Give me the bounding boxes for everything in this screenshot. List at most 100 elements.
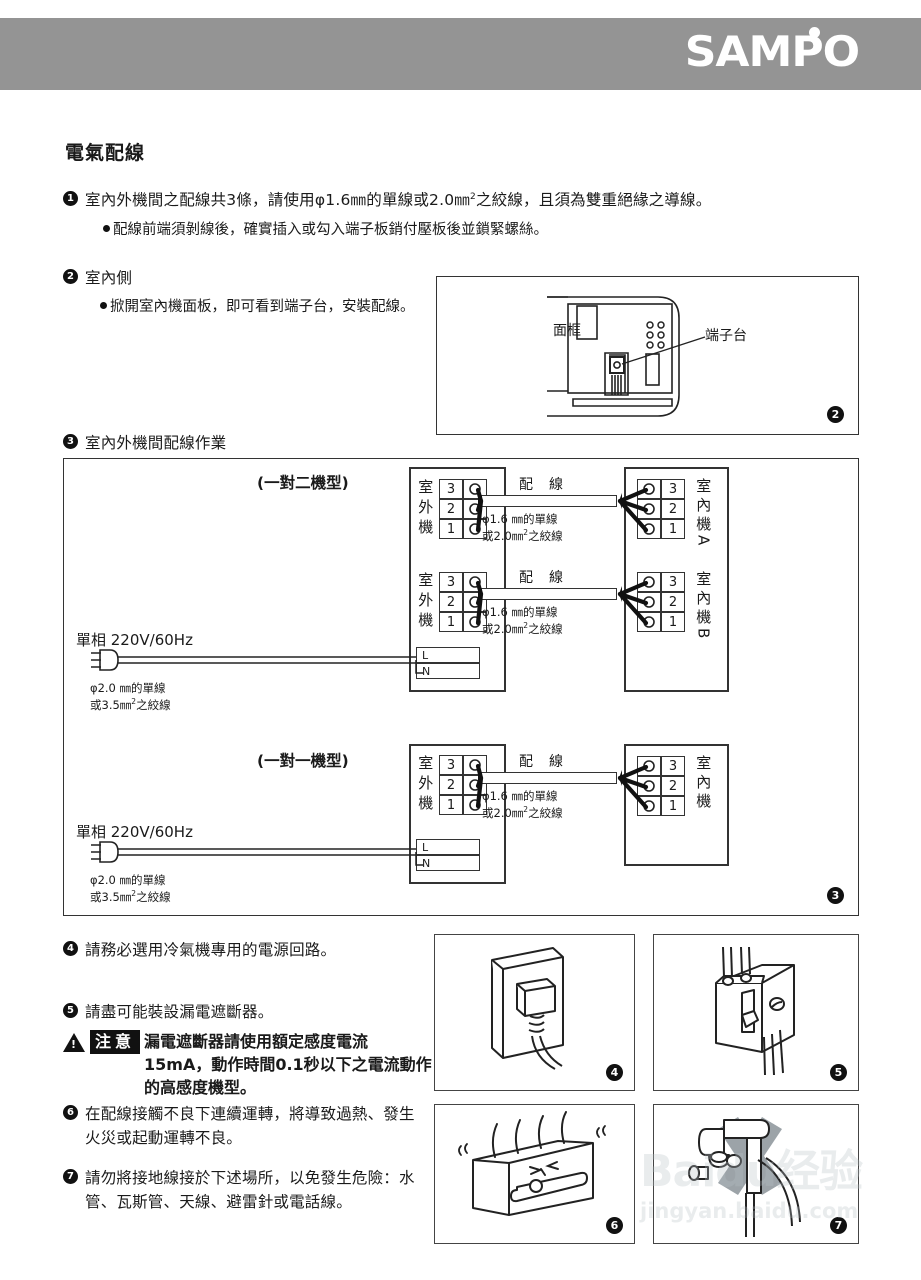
frame-label: 面框 [553, 323, 581, 339]
instruction-item-7: 7 請勿將接地線接於下述場所，以免發生危險：水管、瓦斯管、天線、避雷針或電話線。 [63, 1166, 423, 1214]
figure-badge-3: 3 [827, 887, 844, 904]
instruction-item-3-text: 室內外機間配線作業 [85, 434, 227, 452]
sampo-logo: SAMPO [684, 27, 860, 76]
item-number-badge: 2 [63, 269, 78, 284]
model-label-one-to-two: (一對二機型) [257, 474, 349, 492]
wiring-spec-3: φ1.6 ㎜的單線 或2.0㎜2之絞線 [482, 789, 563, 820]
outdoor-terminal-block-2: 3 2 1 [439, 572, 487, 632]
power-terminal-l: L [416, 839, 480, 855]
outdoor-unit-label-single: 室外機 [416, 755, 435, 815]
caution-tag: 注意 [90, 1030, 141, 1054]
figure-wiring-diagram: (一對二機型) 室外機 3 2 1 室外機 3 2 1 L N 單相 220V/… [63, 458, 859, 916]
wiring-title-1: 配 線 [519, 477, 564, 493]
outdoor-terminal-block-1: 3 2 1 [439, 479, 487, 539]
earth-leakage-breaker-drawing [715, 946, 795, 1076]
terminal-cell: 2 [439, 775, 463, 795]
power-terminal-n: N [416, 855, 480, 871]
power-terminal-block-1: L N [416, 647, 480, 679]
overheating-indoor-unit-drawing [458, 1111, 606, 1216]
wiring-bar-1 [481, 495, 617, 507]
indoor-panel-drawing [547, 296, 706, 417]
item-number-badge: 6 [63, 1105, 78, 1120]
figure-wall-outlet: 4 [434, 934, 635, 1091]
figure-badge-5: 5 [830, 1064, 847, 1081]
terminal-cell: 3 [661, 479, 685, 499]
item-number-badge: 5 [63, 1003, 78, 1018]
terminal-screw-cell [637, 519, 661, 539]
bullet-icon [100, 301, 107, 309]
caution-notice: ! 注意 漏電遮斷器請使用額定感度電流15mA，動作時間0.1秒以下之電流動作的… [63, 1030, 433, 1100]
power-terminal-l: L [416, 647, 480, 663]
terminal-cell: 1 [439, 519, 463, 539]
instruction-item-4: 4 請務必選用冷氣機專用的電源回路。 [63, 938, 423, 962]
power-supply-label-2: 單相 220V/60Hz [76, 823, 193, 841]
wiring-title-2: 配 線 [519, 570, 564, 586]
terminal-screw-cell [637, 592, 661, 612]
item-number-badge: 3 [63, 434, 78, 449]
terminal-cell: 2 [661, 592, 685, 612]
instruction-item-2: 2 室內側 [63, 266, 423, 290]
figure-badge-7: 7 [830, 1217, 847, 1234]
figure-prohibited-ground: 7 [653, 1104, 859, 1244]
wiring-spec-1: φ1.6 ㎜的單線 或2.0㎜2之絞線 [482, 512, 563, 543]
figure-leakage-breaker: 5 [653, 934, 859, 1091]
terminal-cell: 2 [439, 592, 463, 612]
instruction-item-3: 3 室內外機間配線作業 [63, 431, 423, 455]
item-number-badge: 1 [63, 191, 78, 206]
figure-overheating-unit: 6 [434, 1104, 635, 1244]
instruction-item-1-text: 室內外機間之配線共3條，請使用φ1.6㎜的單線或2.0㎜2之絞線，且須為雙重絕緣… [85, 191, 712, 209]
terminal-cell: 2 [661, 776, 685, 796]
indoor-terminal-block-a: 3 2 1 [637, 479, 685, 539]
terminal-block-label: 端子台 [705, 328, 747, 344]
terminal-cell: 1 [661, 612, 685, 632]
terminal-screw-cell [637, 796, 661, 816]
terminal-cell: 1 [661, 519, 685, 539]
instruction-item-1-sub-text: 配線前端須剝線後，確實插入或勾入端子板銷付壓板後並鎖緊螺絲。 [113, 222, 548, 238]
indoor-terminal-block-single: 3 2 1 [637, 756, 685, 816]
instruction-item-2-text: 室內側 [85, 269, 133, 287]
terminal-cell: 3 [661, 756, 685, 776]
terminal-screw-cell [637, 776, 661, 796]
instruction-item-7-text: 請勿將接地線接於下述場所，以免發生危險：水管、瓦斯管、天線、避雷針或電話線。 [85, 1169, 415, 1212]
terminal-cell: 1 [439, 795, 463, 815]
terminal-cell: 3 [439, 755, 463, 775]
page-title: 電氣配線 [65, 142, 146, 164]
instruction-item-5: 5 請盡可能裝設漏電遮斷器。 [63, 1000, 423, 1024]
wiring-bar-3 [481, 772, 617, 784]
terminal-cell: 3 [661, 572, 685, 592]
terminal-cell: 3 [439, 572, 463, 592]
instruction-item-6: 6 在配線接觸不良下連續運轉，將導致過熱、發生火災或起動運轉不良。 [63, 1102, 423, 1150]
caution-body-text: 漏電遮斷器請使用額定感度電流15mA，動作時間0.1秒以下之電流動作的高感度機型… [144, 1032, 432, 1098]
instruction-item-5-text: 請盡可能裝設漏電遮斷器。 [85, 1003, 274, 1021]
warning-triangle-icon: ! [63, 1033, 85, 1052]
wiring-spec-2: φ1.6 ㎜的單線 或2.0㎜2之絞線 [482, 605, 563, 636]
terminal-screw-cell [637, 479, 661, 499]
bullet-icon [103, 224, 110, 232]
terminal-cell: 3 [439, 479, 463, 499]
instruction-item-4-text: 請務必選用冷氣機專用的電源回路。 [85, 941, 337, 959]
terminal-cell: 1 [661, 796, 685, 816]
power-supply-label-1: 單相 220V/60Hz [76, 631, 193, 649]
instruction-item-1: 1 室內外機間之配線共3條，請使用φ1.6㎜的單線或2.0㎜2之絞線，且須為雙重… [63, 188, 863, 212]
outdoor-terminal-block-single: 3 2 1 [439, 755, 487, 815]
indoor-terminal-block-b: 3 2 1 [637, 572, 685, 632]
terminal-screw-cell [637, 499, 661, 519]
model-label-one-to-one: (一對一機型) [257, 752, 349, 770]
instruction-item-6-text: 在配線接觸不良下連續運轉，將導致過熱、發生火災或起動運轉不良。 [85, 1105, 415, 1148]
outdoor-unit-label-1: 室外機 [416, 479, 435, 539]
instruction-item-2-sub: 掀開室內機面板，即可看到端子台，安裝配線。 [100, 296, 430, 319]
wiring-title-3: 配 線 [519, 754, 564, 770]
terminal-screw-cell [637, 572, 661, 592]
figure-indoor-panel: 面框 端子台 2 [436, 276, 859, 435]
power-cable-spec-1: φ2.0 ㎜的單線 或3.5㎜2之絞線 [90, 681, 171, 712]
terminal-cell: 2 [661, 499, 685, 519]
power-terminal-block-2: L N [416, 839, 480, 871]
outdoor-unit-label-2: 室外機 [416, 572, 435, 632]
figure-badge-6: 6 [606, 1217, 623, 1234]
terminal-cell: 2 [439, 499, 463, 519]
indoor-unit-label-b: 室內機B [694, 571, 713, 643]
terminal-cell: 1 [439, 612, 463, 632]
item-number-badge: 7 [63, 1169, 78, 1184]
power-terminal-n: N [416, 663, 480, 679]
instruction-item-1-sub: 配線前端須剝線後，確實插入或勾入端子板銷付壓板後並鎖緊螺絲。 [103, 219, 883, 242]
